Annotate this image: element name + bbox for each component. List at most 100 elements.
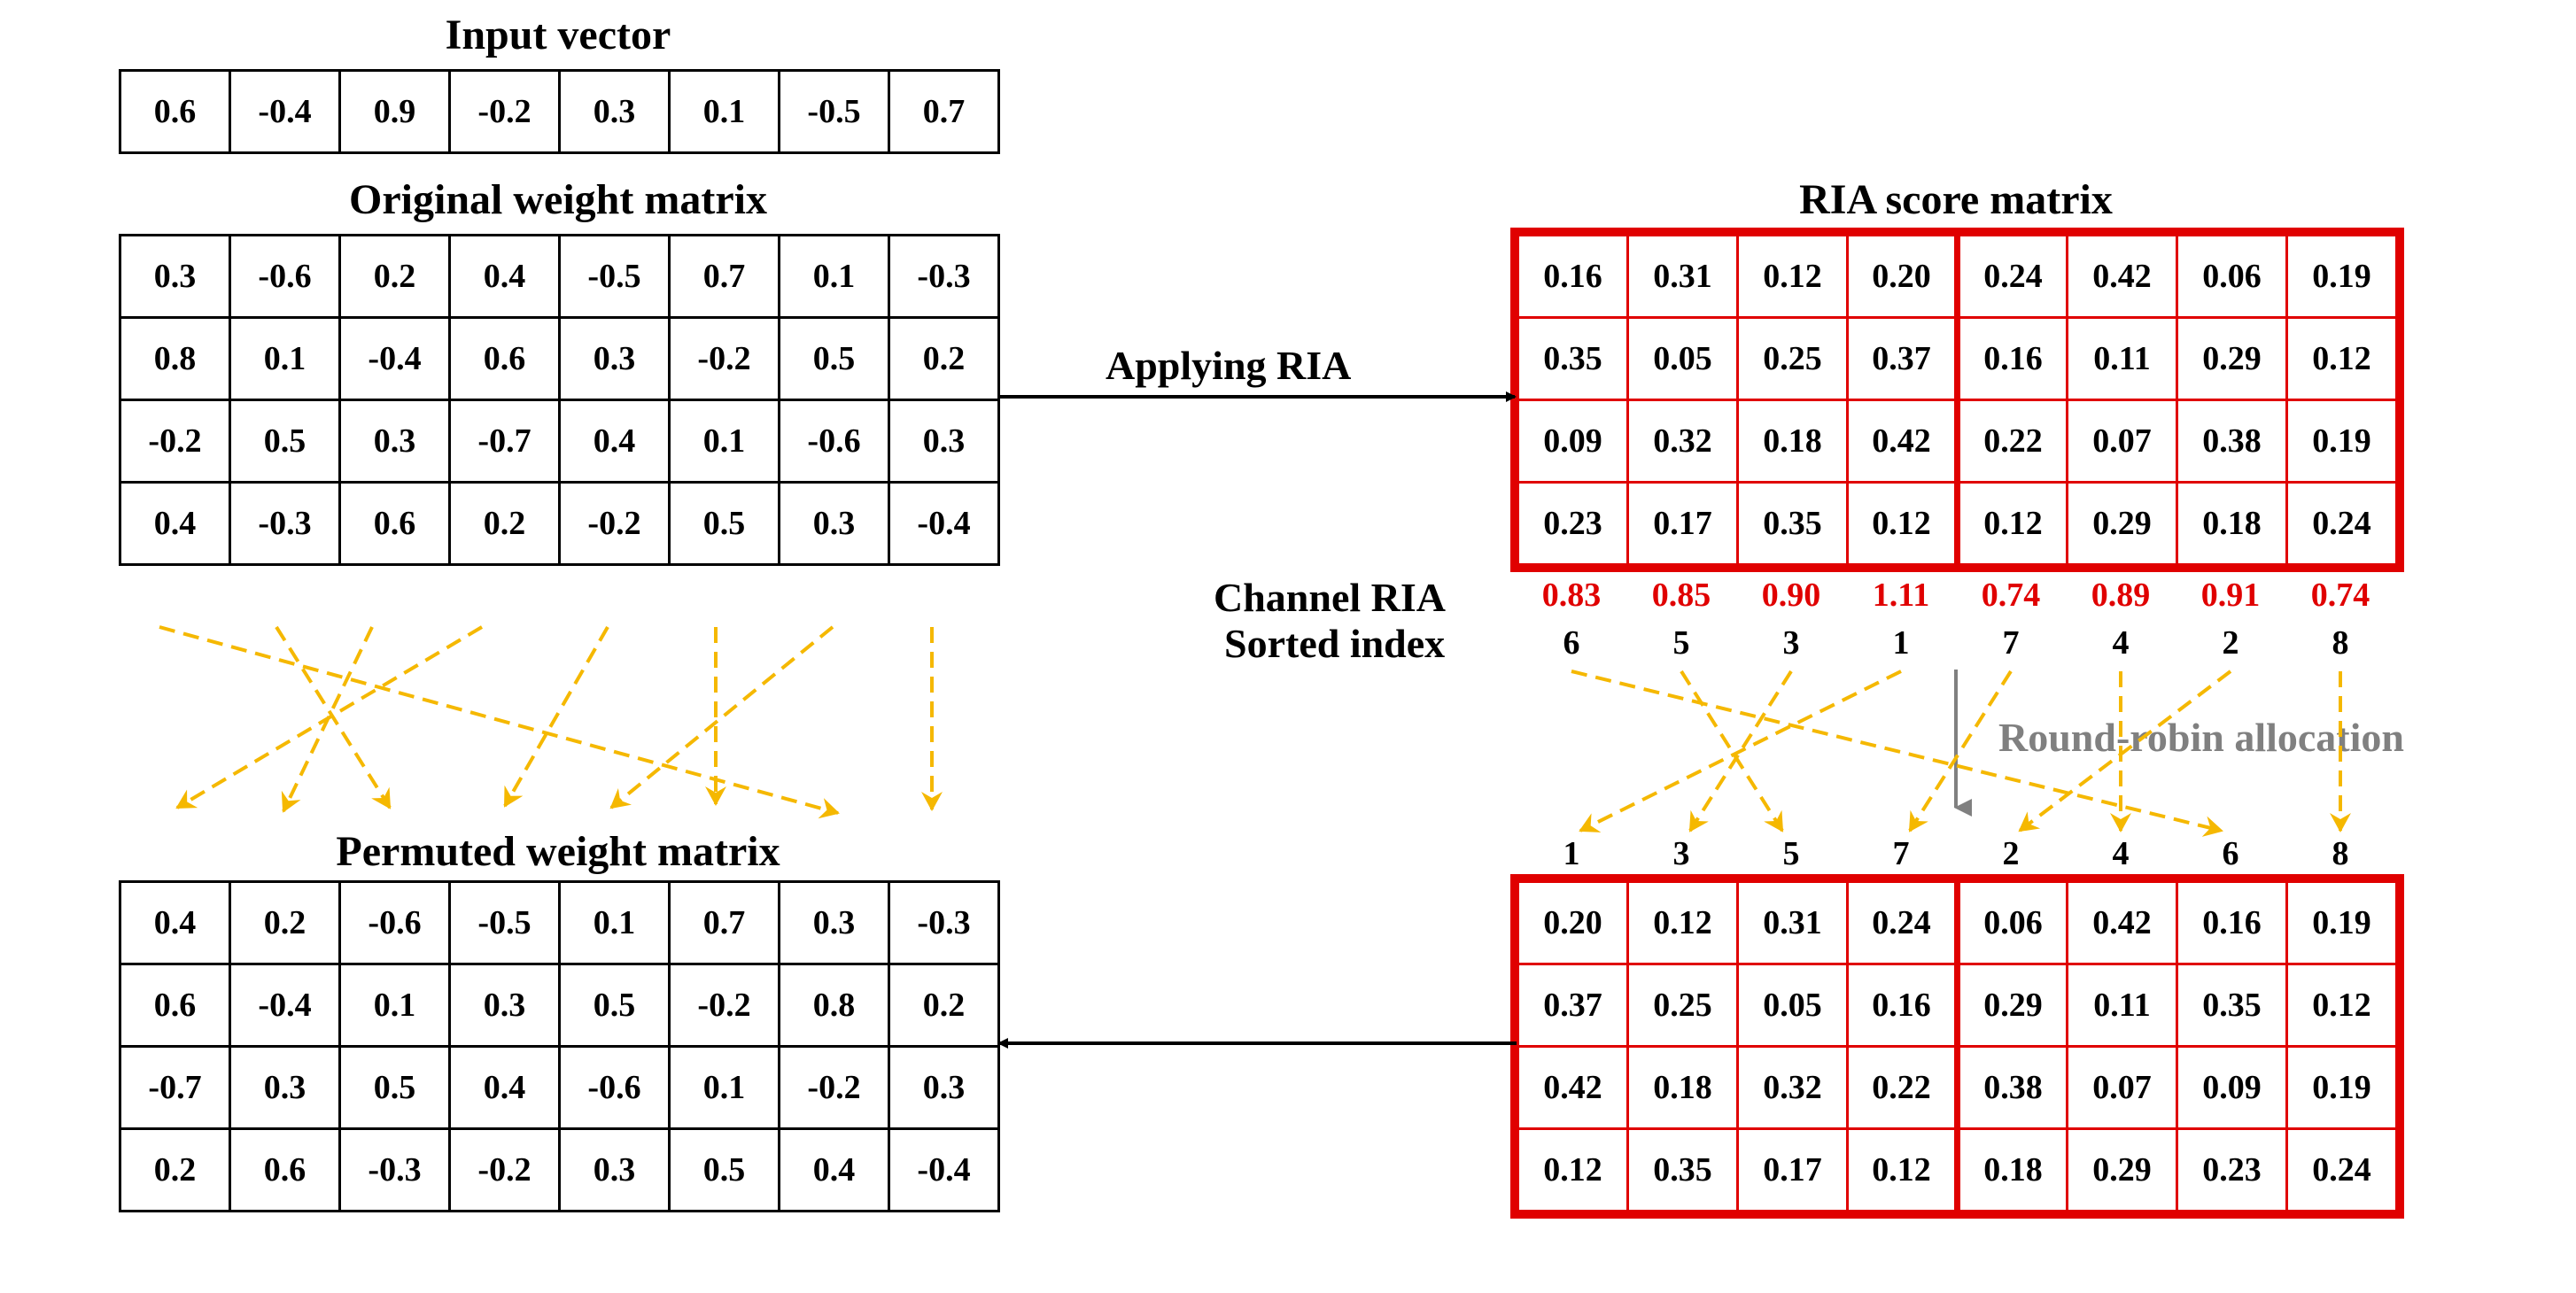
matrix-cell: -0.3 xyxy=(888,880,1000,965)
matrix-cell: 0.6 xyxy=(229,1127,341,1212)
matrix-cell: 0.42 xyxy=(2066,234,2178,319)
matrix-cell: 0.18 xyxy=(1626,1045,1739,1130)
matrix-cell: -0.2 xyxy=(448,69,561,154)
permuted-order-value: 2 xyxy=(2002,835,2020,872)
channel-ria-value: 0.90 xyxy=(1761,577,1821,614)
sorted-index-value: 7 xyxy=(2002,624,2020,662)
matrix-cell: 0.19 xyxy=(2285,234,2398,319)
permuted-order-value: 1 xyxy=(1563,835,1580,872)
matrix-cell: 0.42 xyxy=(1846,399,1960,484)
matrix-cell: 0.12 xyxy=(1846,1127,1960,1212)
matrix-cell: 0.12 xyxy=(2285,963,2398,1048)
matrix-cell: 0.9 xyxy=(338,69,451,154)
matrix-cell: 0.4 xyxy=(448,1045,561,1130)
matrix-cell: 0.3 xyxy=(888,1045,1000,1130)
matrix-cell: -0.5 xyxy=(558,234,671,319)
matrix-cell: -0.5 xyxy=(448,880,561,965)
matrix-cell: 0.3 xyxy=(558,1127,671,1212)
matrix-cell: 0.16 xyxy=(1517,234,1629,319)
matrix-cell: 0.3 xyxy=(888,399,1000,484)
channel-ria-value: 0.83 xyxy=(1541,577,1602,614)
permutation-arrow xyxy=(1571,670,2223,837)
matrix-cell: 0.20 xyxy=(1517,880,1629,965)
matrix-cell: 0.3 xyxy=(338,399,451,484)
matrix-cell: 0.6 xyxy=(448,316,561,401)
matrix-cell: 0.20 xyxy=(1846,234,1960,319)
matrix-cell: -0.6 xyxy=(778,399,890,484)
matrix-cell: 0.17 xyxy=(1626,481,1739,566)
matrix-cell: -0.2 xyxy=(119,399,231,484)
matrix-cell: 0.29 xyxy=(2066,1127,2178,1212)
matrix-cell: 0.8 xyxy=(119,316,231,401)
matrix-cell: 0.11 xyxy=(2066,963,2178,1048)
matrix-cell: 0.06 xyxy=(1956,880,2068,965)
permuted-matrix-title: Permuted weight matrix xyxy=(336,828,780,875)
channel-ria-value: 0.74 xyxy=(1981,577,2041,614)
matrix-cell: -0.4 xyxy=(338,316,451,401)
matrix-cell: 0.24 xyxy=(1956,234,2068,319)
matrix-cell: -0.2 xyxy=(668,316,780,401)
matrix-cell: 0.31 xyxy=(1736,880,1849,965)
matrix-cell: 0.17 xyxy=(1736,1127,1849,1212)
matrix-cell: 0.7 xyxy=(888,69,1000,154)
matrix-cell: 0.42 xyxy=(2066,880,2178,965)
matrix-cell: 0.12 xyxy=(1626,880,1739,965)
matrix-cell: 0.7 xyxy=(668,880,780,965)
matrix-cell: 0.5 xyxy=(229,399,341,484)
matrix-cell: 0.12 xyxy=(1736,234,1849,319)
permutation-arrow xyxy=(2018,670,2232,832)
sorted-index-value: 8 xyxy=(2332,624,2349,662)
matrix-cell: 0.16 xyxy=(2176,880,2288,965)
matrix-cell: 0.1 xyxy=(668,399,780,484)
permutation-arrows-left xyxy=(159,625,943,819)
matrix-cell: 0.5 xyxy=(668,1127,780,1212)
matrix-cell: 0.4 xyxy=(119,880,231,965)
matrix-cell: 0.29 xyxy=(2176,316,2288,401)
matrix-cell: 0.3 xyxy=(229,1045,341,1130)
matrix-cell: 0.1 xyxy=(668,1045,780,1130)
channel-ria-value: 0.74 xyxy=(2310,577,2370,614)
matrix-cell: 0.23 xyxy=(1517,481,1629,566)
matrix-cell: 0.19 xyxy=(2285,880,2398,965)
matrix-cell: 0.09 xyxy=(1517,399,1629,484)
matrix-cell: -0.7 xyxy=(448,399,561,484)
matrix-cell: -0.4 xyxy=(229,69,341,154)
matrix-cell: 0.5 xyxy=(668,481,780,566)
matrix-cell: 0.22 xyxy=(1846,1045,1960,1130)
permutation-arrow xyxy=(159,625,840,819)
matrix-cell: 0.06 xyxy=(2176,234,2288,319)
matrix-cell: 0.18 xyxy=(2176,481,2288,566)
matrix-cell: 0.1 xyxy=(558,880,671,965)
matrix-cell: 0.12 xyxy=(1517,1127,1629,1212)
matrix-cell: 0.3 xyxy=(558,316,671,401)
permuted-order-value: 6 xyxy=(2222,835,2239,872)
permutation-arrow xyxy=(175,625,484,809)
matrix-cell: 0.1 xyxy=(778,234,890,319)
permuted-order-value: 5 xyxy=(1782,835,1800,872)
channel-ria-value: 1.11 xyxy=(1872,577,1930,614)
matrix-cell: 0.37 xyxy=(1517,963,1629,1048)
matrix-cell: 0.25 xyxy=(1736,316,1849,401)
matrix-cell: 0.4 xyxy=(119,481,231,566)
matrix-cell: 0.1 xyxy=(338,963,451,1048)
matrix-cell: 0.24 xyxy=(2285,481,2398,566)
permutation-arrow xyxy=(1688,670,1793,832)
matrix-cell: 0.32 xyxy=(1626,399,1739,484)
permuted-order-value: 4 xyxy=(2112,835,2130,872)
matrix-cell: 0.29 xyxy=(1956,963,2068,1048)
matrix-cell: 0.4 xyxy=(778,1127,890,1212)
matrix-cell: 0.2 xyxy=(448,481,561,566)
